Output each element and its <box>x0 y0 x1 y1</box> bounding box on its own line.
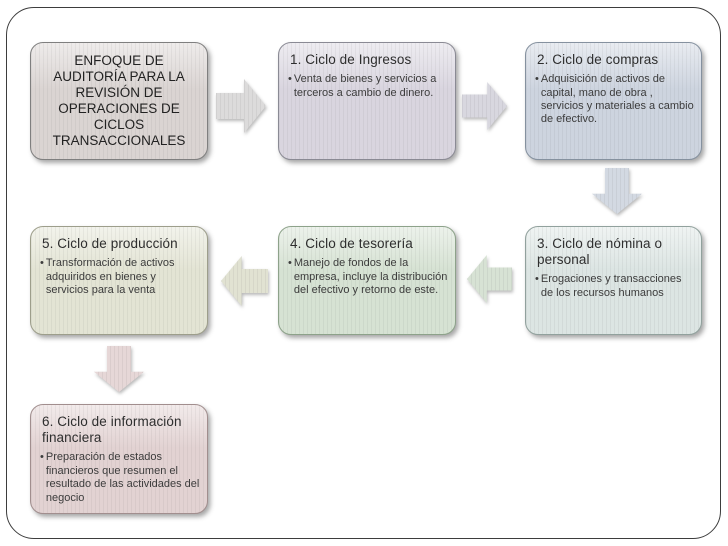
cycle-bullet-item: • Manejo de fondos de la empresa, incluy… <box>279 252 455 297</box>
cycle-box-ingresos: 1. Ciclo de Ingresos • Venta de bienes y… <box>278 42 456 160</box>
bullet-icon: • <box>535 73 539 86</box>
cycle-title: 6. Ciclo de información financiera <box>42 414 182 446</box>
cycle-box-tesoreria: 4. Ciclo de tesorería • Manejo de fondos… <box>278 226 456 335</box>
cycle-bullet-item: • Transformación de activos adquiridos e… <box>31 252 207 297</box>
cycle-bullet-text: Erogaciones y transacciones de los recur… <box>540 273 682 299</box>
bullet-icon: • <box>40 257 44 270</box>
bullet-icon: • <box>288 257 292 270</box>
cycle-bullet-text: Manejo de fondos de la empresa, incluye … <box>293 257 448 296</box>
start-box-enfoque-auditoria: ENFOQUE DE AUDITORÍA PARA LA REVISIÓN DE… <box>30 42 208 160</box>
cycle-title: 1. Ciclo de Ingresos <box>290 52 412 67</box>
cycle-title: 5. Ciclo de producción <box>42 236 178 251</box>
flow-arrow-down-icon <box>94 346 144 392</box>
slide-border-frame <box>6 7 721 539</box>
bullet-icon: • <box>535 273 539 286</box>
bullet-icon: • <box>288 73 292 86</box>
cycle-box-produccion: 5. Ciclo de producción • Transformación … <box>30 226 208 335</box>
bullet-icon: • <box>40 451 44 464</box>
flow-arrow-right-icon <box>462 82 507 130</box>
cycle-bullet-text: Preparación de estados financieros que r… <box>45 451 200 504</box>
cycle-box-nomina: 3. Ciclo de nómina o personal • Erogacio… <box>525 226 702 335</box>
cycle-title: 3. Ciclo de nómina o personal <box>537 236 663 268</box>
cycle-bullet-text: Transformación de activos adquiridos en … <box>45 257 175 296</box>
cycle-bullet-text: Venta de bienes y servicios a terceros a… <box>293 73 437 99</box>
cycle-bullet-item: • Adquisición de activos de capital, man… <box>526 68 701 127</box>
cycle-bullet-item: • Erogaciones y transacciones de los rec… <box>526 268 701 300</box>
flow-arrow-down-icon <box>592 168 642 214</box>
start-box-text: ENFOQUE DE AUDITORÍA PARA LA REVISIÓN DE… <box>52 53 186 148</box>
flow-arrow-right-icon <box>216 79 266 133</box>
cycle-bullet-item: • Preparación de estados financieros que… <box>31 446 207 505</box>
cycle-title: 2. Ciclo de compras <box>537 52 659 67</box>
cycle-box-informacion-financiera: 6. Ciclo de información financiera • Pre… <box>30 404 208 514</box>
cycle-bullet-item: • Venta de bienes y servicios a terceros… <box>279 68 455 100</box>
flow-arrow-left-icon <box>467 255 512 303</box>
cycle-box-compras: 2. Ciclo de compras • Adquisición de act… <box>525 42 702 160</box>
flow-arrow-left-icon <box>221 256 268 306</box>
cycle-title: 4. Ciclo de tesorería <box>290 236 413 251</box>
cycle-bullet-text: Adquisición de activos de capital, mano … <box>540 73 694 126</box>
